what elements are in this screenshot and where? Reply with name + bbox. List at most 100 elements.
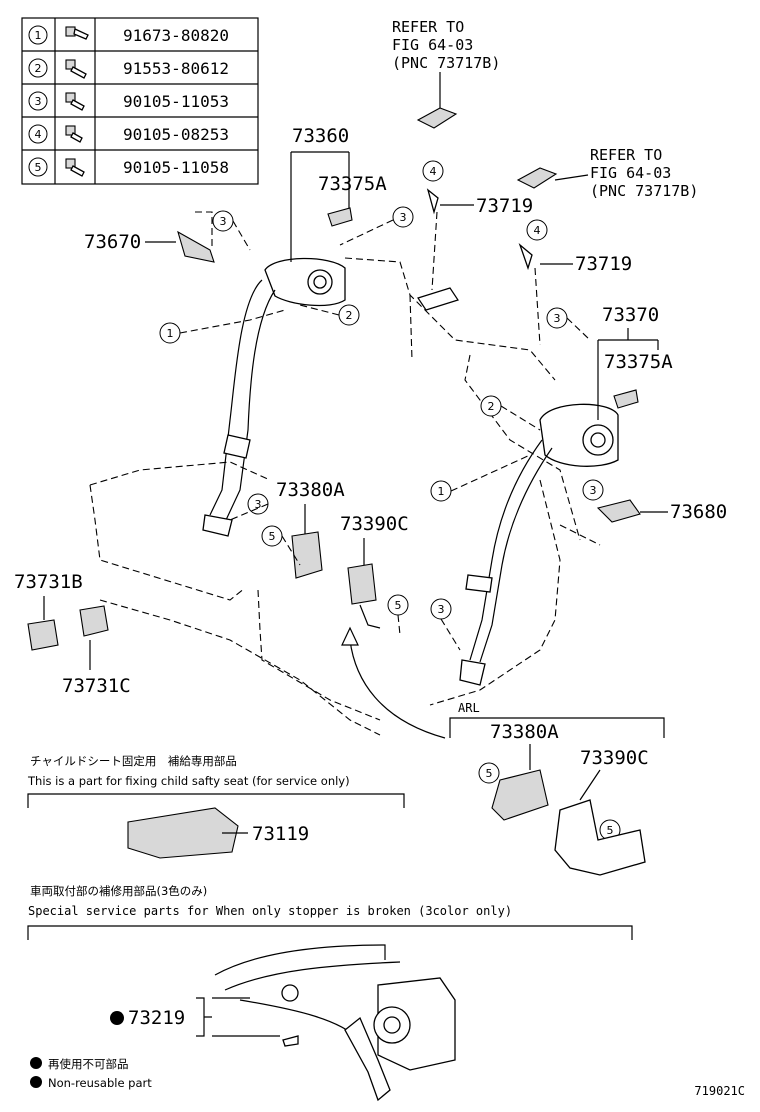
table-row-number: 2 xyxy=(35,62,42,75)
svg-text:5: 5 xyxy=(269,530,276,543)
child-seat-note-en: This is a part for fixing child safty se… xyxy=(27,774,350,788)
non-reusable-marker xyxy=(30,1057,42,1069)
table-row-number: 3 xyxy=(35,95,42,108)
callout-4: 4 xyxy=(526,219,548,241)
callout-3: 3 xyxy=(430,598,452,620)
child-seat-anchor-part xyxy=(127,807,239,859)
child-seat-note-jp: チャイルドシート固定用 補給専用部品 xyxy=(30,754,237,768)
refer-line-3: (PNC 73717B) xyxy=(590,182,698,200)
svg-text:2: 2 xyxy=(346,309,353,322)
clip-part xyxy=(518,243,533,271)
table-row-number: 5 xyxy=(35,161,42,174)
callout-1: 1 xyxy=(159,322,181,344)
part-label-73375a: 73375A xyxy=(318,173,387,195)
refer-line-3: (PNC 73717B) xyxy=(392,54,500,72)
part-label-73719: 73719 xyxy=(476,195,533,217)
part-label-73219: 73219 xyxy=(128,1007,185,1029)
legend: 再使用不可部品 Non-reusable part xyxy=(30,1057,152,1090)
belt-guide-part xyxy=(516,167,558,189)
svg-text:3: 3 xyxy=(255,498,262,511)
part-label-73360: 73360 xyxy=(292,125,349,147)
callout-5: 5 xyxy=(261,525,283,547)
part-label-73375a: 73375A xyxy=(604,351,673,373)
svg-text:1: 1 xyxy=(167,327,174,340)
arl-section: ARL 73380A 73390C xyxy=(449,701,665,876)
svg-text:3: 3 xyxy=(590,484,597,497)
callout-3: 3 xyxy=(546,307,568,329)
arl-buckle-part xyxy=(554,799,646,876)
legend-jp: 再使用不可部品 xyxy=(48,1057,129,1071)
callout-4: 4 xyxy=(422,160,444,182)
svg-text:5: 5 xyxy=(607,824,614,837)
clip-part xyxy=(426,188,439,215)
part-label-73390c: 73390C xyxy=(340,513,409,535)
bracket-part xyxy=(177,230,215,263)
svg-text:3: 3 xyxy=(400,211,407,224)
left-seat-belt-assembly xyxy=(202,257,346,537)
buckle-part xyxy=(347,563,377,605)
svg-text:4: 4 xyxy=(534,224,541,237)
refer-line-2: FIG 64-03 xyxy=(590,164,671,182)
child-seat-section: チャイルドシート固定用 補給専用部品 This is a part for fi… xyxy=(27,754,405,859)
callout-1: 1 xyxy=(430,480,452,502)
fastener-table: 1 91673-80820 2 91553-80612 3 90105-1105… xyxy=(21,17,259,185)
cover-part xyxy=(327,207,353,227)
table-row-number: 1 xyxy=(35,29,42,42)
part-label-73670: 73670 xyxy=(84,231,141,253)
svg-text:3: 3 xyxy=(220,215,227,228)
refer-note-top: REFER TO FIG 64-03 (PNC 73717B) xyxy=(392,18,500,129)
svg-text:5: 5 xyxy=(395,599,402,612)
stopper-note-jp: 車両取付部の補修用部品(3色のみ) xyxy=(30,884,207,898)
table-part-number: 90105-11053 xyxy=(123,92,229,111)
bolt-icon xyxy=(65,59,87,79)
anchor-cover-part xyxy=(79,605,109,637)
non-reusable-marker xyxy=(110,1011,124,1025)
non-reusable-marker xyxy=(30,1076,42,1088)
callout-3: 3 xyxy=(582,479,604,501)
stopper-section: 車両取付部の補修用部品(3色のみ) Special service parts … xyxy=(27,884,633,1102)
figure-id: 719021C xyxy=(694,1084,745,1098)
callout-circles: 3 3 4 4 1 2 3 2 1 3 3 5 5 3 5 5 xyxy=(159,160,621,841)
svg-text:2: 2 xyxy=(488,400,495,413)
table-part-number: 91673-80820 xyxy=(123,26,229,45)
seat-outline xyxy=(89,257,581,736)
part-label-73370: 73370 xyxy=(602,304,659,326)
part-label-73719: 73719 xyxy=(575,253,632,275)
belt-guide-part xyxy=(416,107,458,129)
refer-line-1: REFER TO xyxy=(590,146,662,164)
bolt-icon xyxy=(65,92,85,111)
callout-5: 5 xyxy=(478,762,500,784)
callout-5: 5 xyxy=(387,594,409,616)
direction-arrow xyxy=(349,639,446,739)
part-label-73390c-arl: 73390C xyxy=(580,747,649,769)
part-label-73119: 73119 xyxy=(252,823,309,845)
bracket-part xyxy=(596,499,641,523)
right-seat-belt-assembly xyxy=(459,403,619,686)
svg-text:5: 5 xyxy=(486,767,493,780)
callout-3: 3 xyxy=(212,210,234,232)
arl-label: ARL xyxy=(458,701,480,715)
table-part-number: 90105-08253 xyxy=(123,125,229,144)
anchor-cover-part xyxy=(27,619,59,651)
callout-3: 3 xyxy=(247,493,269,515)
buckle-part xyxy=(291,531,323,579)
table-part-number: 91553-80612 xyxy=(123,59,229,78)
arl-buckle-part xyxy=(491,769,549,821)
part-label-73731b: 73731B xyxy=(14,571,83,593)
stopper-button-part xyxy=(281,984,299,1002)
stopper-note-en: Special service parts for When only stop… xyxy=(28,904,512,918)
svg-text:3: 3 xyxy=(438,603,445,616)
part-label-73380a: 73380A xyxy=(276,479,345,501)
svg-text:3: 3 xyxy=(554,312,561,325)
refer-line-2: FIG 64-03 xyxy=(392,36,473,54)
refer-line-1: REFER TO xyxy=(392,18,464,36)
part-label-73680: 73680 xyxy=(670,501,727,523)
callout-2: 2 xyxy=(338,304,360,326)
table-row-number: 4 xyxy=(35,128,42,141)
refer-note-right: REFER TO FIG 64-03 (PNC 73717B) xyxy=(516,146,698,200)
cover-part xyxy=(613,389,639,409)
svg-text:1: 1 xyxy=(438,485,445,498)
bolt-icon xyxy=(65,158,85,177)
callout-2: 2 xyxy=(480,395,502,417)
